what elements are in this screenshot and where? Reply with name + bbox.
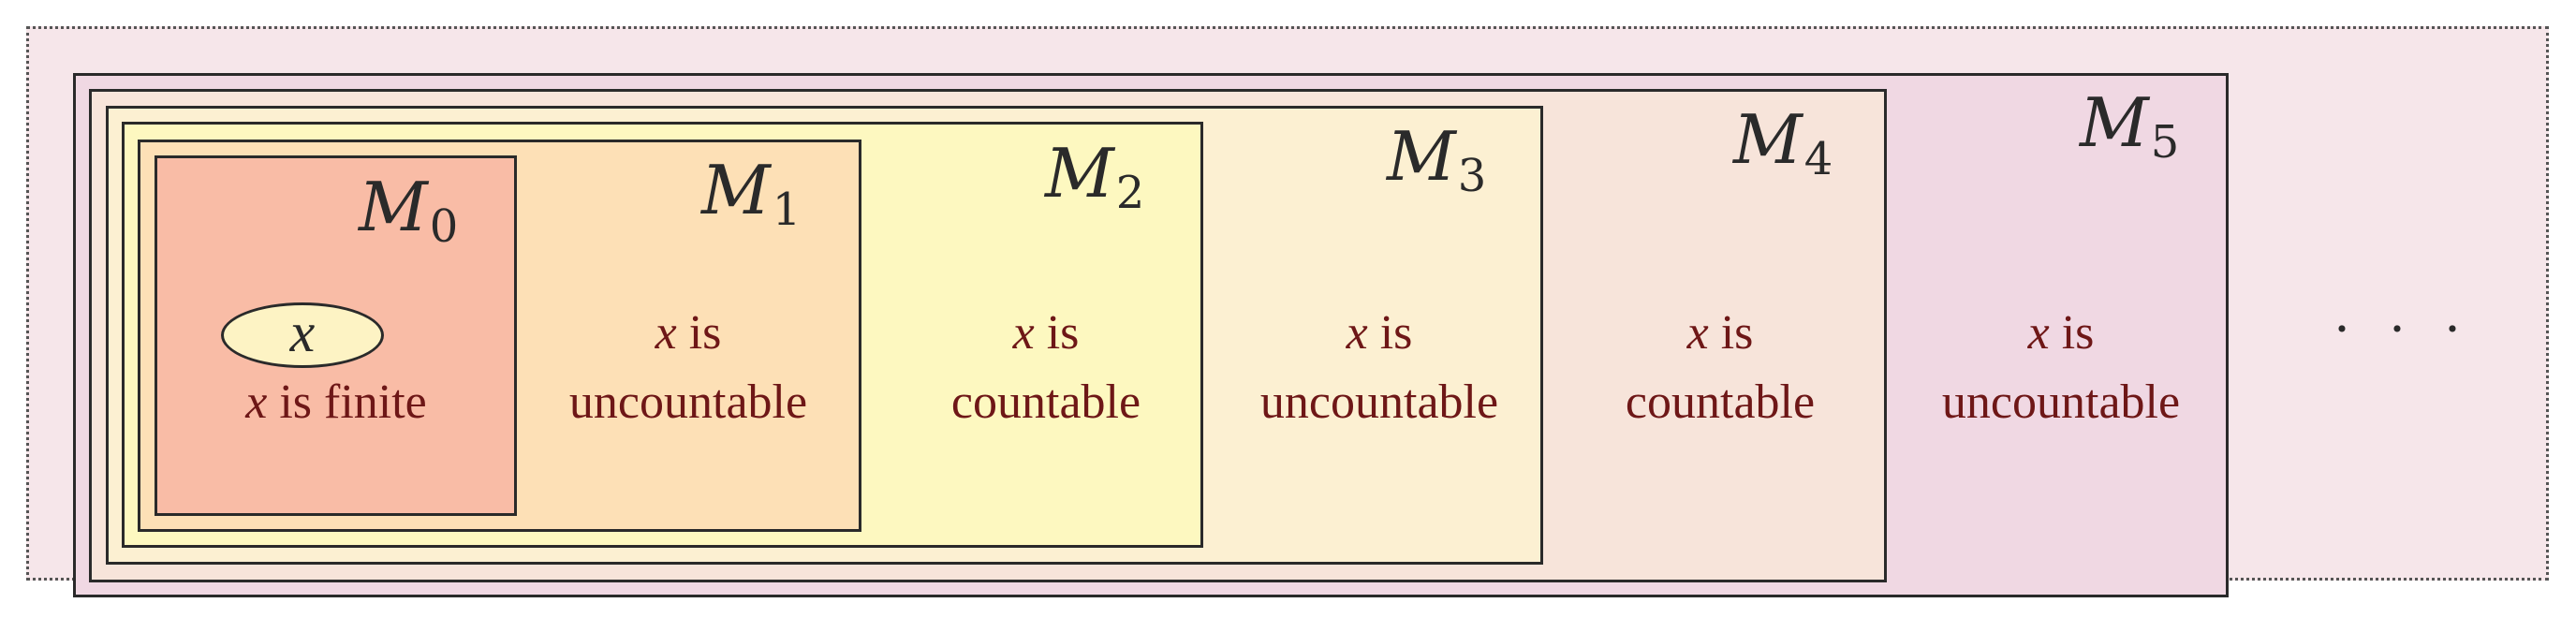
model-label-m1: M1 [701,151,802,236]
model-label-m4: M4 [1733,100,1833,185]
model-label-m2: M2 [1045,134,1145,219]
property-m0: x is finite [245,375,427,429]
model-label-m5: M5 [2080,83,2180,169]
model-label-m3: M3 [1387,117,1487,202]
continuation-ellipsis: · · · [2333,298,2473,360]
element-x-ellipse: x [221,302,384,368]
model-label-m0: M0 [359,168,459,253]
